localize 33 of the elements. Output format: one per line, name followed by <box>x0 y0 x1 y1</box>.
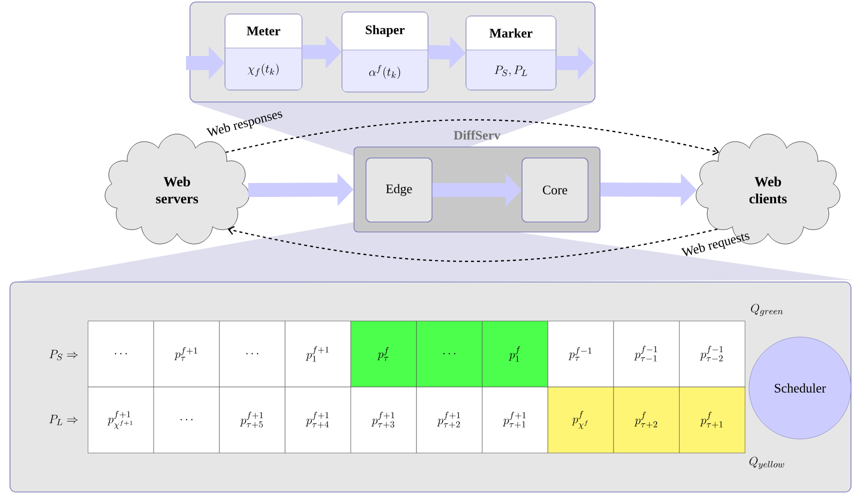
process-box: Core <box>522 158 588 222</box>
row-label: $P_L \Rightarrow$ <box>49 414 78 426</box>
queue-cell: $p_{\tau-1}^{f-1}$ <box>613 320 680 388</box>
queue-cell: $p_1^{f+1}$ <box>284 320 351 388</box>
queue-cell: $p_{\tau+4}^{f+1}$ <box>284 386 351 454</box>
queue-cell: $p_\tau^{f+1}$ <box>154 320 220 388</box>
queue-cell: $p_\tau^f$ <box>350 320 417 388</box>
queue-cell: $p_1^f$ <box>482 320 548 388</box>
queue-cell: $p_{\tau+2}^{f+1}$ <box>416 386 482 454</box>
queue-cell: $p_{\chi^f}^f$ <box>548 386 614 454</box>
queue-cell: $\cdots$ <box>416 320 482 388</box>
dashed-arrow <box>226 119 720 156</box>
queue-label: $Q_{green}$ <box>751 304 783 316</box>
queue-cell: $p_{\tau+1}^f$ <box>679 386 746 454</box>
queue-cell: $\cdots$ <box>154 386 220 454</box>
queue-cell: $p_{\tau+2}^f$ <box>613 386 680 454</box>
row-label: $P_S \Rightarrow$ <box>49 350 78 360</box>
node-label: DiffServ <box>454 130 500 140</box>
queue-cell: $p_\tau^{f-1}$ <box>548 320 614 388</box>
queue-cell: $p_{\tau+5}^{f+1}$ <box>219 386 286 454</box>
process-box: Edge <box>366 158 432 222</box>
queue-cell: $p_{\chi^{f+1}}^{f+1}$ <box>88 386 154 454</box>
queue-cell: $\cdots$ <box>219 320 286 388</box>
edge-label: Web responses <box>206 112 282 136</box>
process-box: Shaper $\alpha^f(t_k)$ <box>342 12 428 92</box>
dashed-arrow <box>228 226 718 262</box>
queue-cell: $\cdots$ <box>88 320 154 388</box>
queue-label: $Q_{yellow}$ <box>750 456 784 470</box>
queue-cell: $p_{\tau+3}^{f+1}$ <box>350 386 417 454</box>
queue-cell: $p_{\tau+1}^{f+1}$ <box>482 386 548 454</box>
process-box: Meter $\chi_f(t_k)$ <box>224 14 302 90</box>
queue-cell: $p_{\tau-2}^{f-1}$ <box>679 320 746 388</box>
process-box: Marker $P_S, P_L$ <box>466 16 556 90</box>
